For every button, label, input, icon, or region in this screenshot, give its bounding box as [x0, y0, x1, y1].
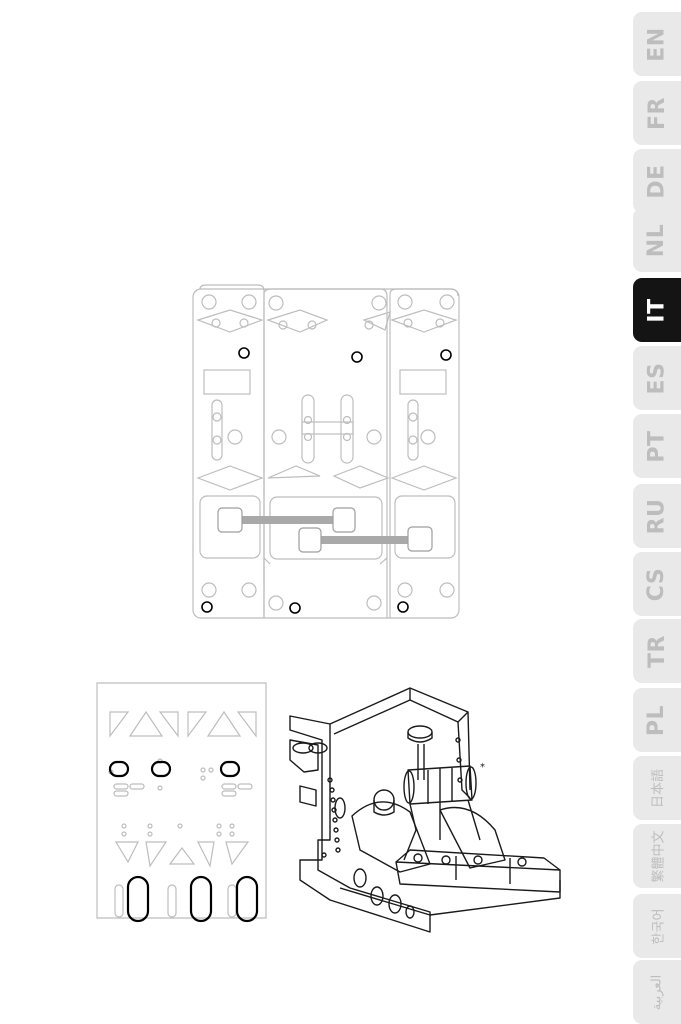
middle-module [264, 289, 387, 618]
assembly-outline [193, 289, 459, 618]
highlighted-screws [202, 348, 451, 613]
left-module [200, 285, 264, 618]
right-module [390, 289, 458, 618]
figure-annotation-asterisk: * [480, 762, 485, 773]
figure-quadrant-underside [97, 683, 266, 921]
figure-quadrant-assembled [290, 688, 560, 932]
connection-cables [218, 508, 432, 552]
